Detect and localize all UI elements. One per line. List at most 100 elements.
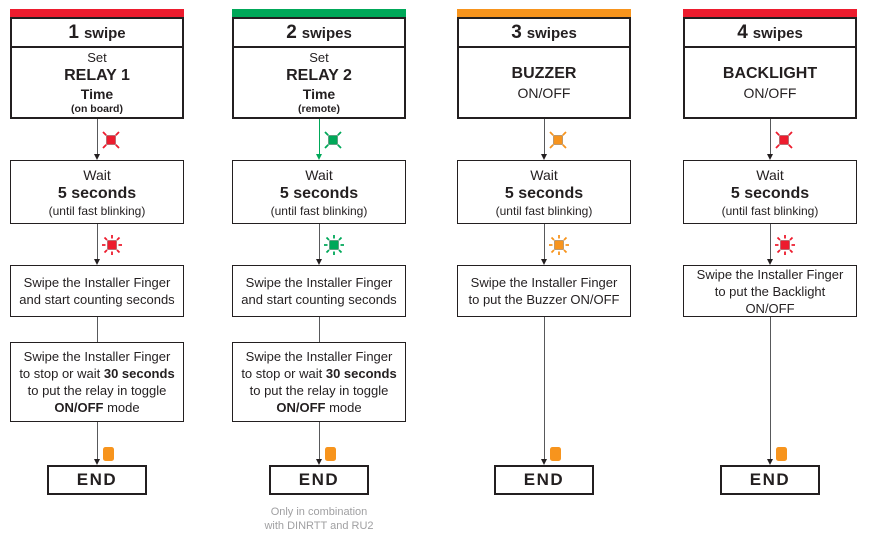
led-slow-blink-icon (774, 130, 794, 150)
wait-line: 5 seconds (504, 184, 584, 202)
toggle-text: to stop or wait (241, 366, 326, 381)
swipe-step-box: Swipe the Installer Finger to put the Ba… (683, 265, 857, 317)
end-box: END (47, 465, 147, 495)
end-box: END (720, 465, 820, 495)
wait-box: Wait 5 seconds (until fast blinking) (232, 160, 406, 224)
swipe-word: swipes (301, 25, 352, 42)
arrow-head (316, 154, 322, 160)
arrow-line (770, 317, 771, 460)
flow-arrow (683, 224, 857, 265)
swipe-action-box: 4 swipes BACKLIGHT ON/OFF (683, 17, 857, 119)
arrow-line (97, 224, 98, 260)
action-line: Set (309, 50, 329, 65)
wait-box: Wait 5 seconds (until fast blinking) (457, 160, 631, 224)
toggle-text: to stop or wait (19, 366, 104, 381)
flow-arrow (457, 317, 631, 465)
toggle-line: to put the relay in toggle (27, 383, 167, 398)
action-line: Time (302, 86, 336, 102)
step-line: to put the Backlight (714, 283, 826, 299)
arrow-line (770, 224, 771, 260)
action-line: (on board) (71, 103, 123, 115)
swipe-action-box: 2 swipes Set RELAY 2 Time (remote) (232, 17, 406, 119)
step-line: and start counting seconds (19, 292, 175, 307)
end-label: END (76, 470, 118, 489)
toggle-text: mode (325, 400, 362, 415)
arrow-head (94, 459, 100, 465)
connector-line (318, 317, 320, 342)
led-solid-orange-icon (103, 447, 114, 461)
toggle-text-bold: 30 seconds (103, 366, 175, 381)
arrow-head (541, 259, 547, 265)
toggle-text-bold: 30 seconds (325, 366, 397, 381)
arrow-line (544, 317, 545, 460)
wait-line: 5 seconds (279, 184, 359, 202)
toggle-line: to stop or wait 30 seconds (241, 365, 396, 382)
footnote-line: with DINRTT and RU2 (264, 520, 374, 532)
end-box: END (494, 465, 594, 495)
column-3-swipes: 3 swipes BUZZER ON/OFF Wait 5 seconds (u… (457, 9, 631, 495)
arrow-head (541, 154, 547, 160)
action-line: BACKLIGHT (722, 64, 818, 82)
swipe-count-header: 1 swipe (12, 19, 182, 48)
step-line: Swipe the Installer Finger (696, 266, 844, 282)
wait-box: Wait 5 seconds (until fast blinking) (683, 160, 857, 224)
arrow-head (94, 154, 100, 160)
swipe-word: swipes (526, 25, 577, 42)
swipe-count-header: 4 swipes (685, 19, 855, 48)
step-line: Swipe the Installer Finger (470, 275, 618, 290)
flow-arrow (457, 224, 631, 265)
wait-box: Wait 5 seconds (until fast blinking) (10, 160, 184, 224)
led-slow-blink-icon (548, 130, 568, 150)
wait-line: (until fast blinking) (721, 203, 819, 218)
action-description: Set RELAY 2 Time (remote) (234, 48, 404, 117)
led-slow-blink-icon (101, 130, 121, 150)
action-line: ON/OFF (743, 84, 797, 101)
action-line: ON/OFF (517, 84, 571, 101)
wait-line: (until fast blinking) (48, 203, 146, 218)
toggle-line: Swipe the Installer Finger (245, 349, 393, 364)
toggle-line: ON/OFF mode (276, 399, 361, 416)
arrow-head (767, 154, 773, 160)
arrow-line (544, 119, 545, 155)
wait-line: Wait (83, 166, 111, 183)
toggle-mode-box: Swipe the Installer Finger to stop or wa… (232, 342, 406, 422)
connector-line (96, 317, 98, 342)
led-fast-blink-icon (101, 234, 123, 256)
wait-line: 5 seconds (57, 184, 137, 202)
swipe-count-header: 3 swipes (459, 19, 629, 48)
flow-arrow (683, 317, 857, 465)
footnote: Only in combination with DINRTT and RU2 (264, 505, 373, 533)
action-line: Time (80, 86, 114, 102)
end-box: END (269, 465, 369, 495)
column-color-bar (232, 9, 406, 17)
column-2-swipes: 2 swipes Set RELAY 2 Time (remote) Wait … (232, 9, 406, 533)
arrow-head (316, 259, 322, 265)
action-description: BACKLIGHT ON/OFF (685, 48, 855, 117)
wait-line: Wait (756, 166, 784, 183)
column-color-bar (457, 9, 631, 17)
swipe-action-box: 1 swipe Set RELAY 1 Time (on board) (10, 17, 184, 119)
arrow-line (319, 422, 320, 460)
arrow-head (767, 459, 773, 465)
wait-line: (until fast blinking) (270, 203, 368, 218)
action-line: RELAY 2 (286, 67, 352, 84)
flow-arrow (232, 224, 406, 265)
swipe-step-box: Swipe the Installer Finger and start cou… (10, 265, 184, 317)
step-line: Swipe the Installer Finger (23, 275, 171, 290)
arrow-head (541, 459, 547, 465)
column-color-bar (10, 9, 184, 17)
end-label: END (749, 470, 791, 489)
footnote-line: Only in combination (270, 506, 368, 518)
led-solid-orange-icon (550, 447, 561, 461)
end-label: END (298, 470, 340, 489)
toggle-text-bold: ON/OFF (276, 400, 326, 415)
toggle-mode-box: Swipe the Installer Finger to stop or wa… (10, 342, 184, 422)
arrow-line (770, 119, 771, 155)
led-fast-blink-icon (774, 234, 796, 256)
toggle-line: ON/OFF mode (54, 399, 139, 416)
toggle-line: Swipe the Installer Finger (23, 349, 171, 364)
arrow-head (767, 259, 773, 265)
arrow-head (316, 459, 322, 465)
step-line: and start counting seconds (241, 292, 397, 307)
column-1-swipe: 1 swipe Set RELAY 1 Time (on board) Wait… (10, 9, 184, 495)
